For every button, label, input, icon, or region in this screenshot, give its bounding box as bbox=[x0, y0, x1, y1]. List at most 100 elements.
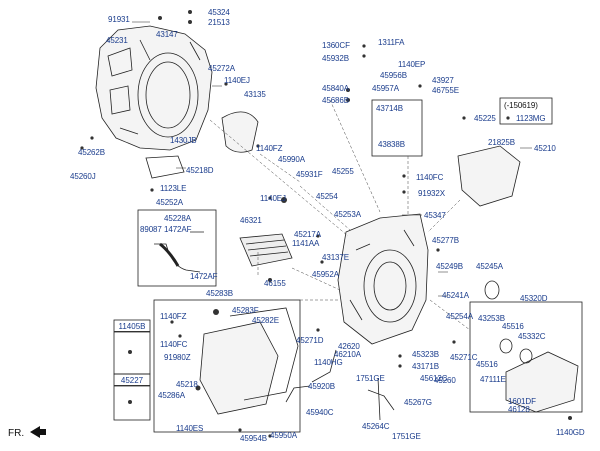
part-label[interactable]: 45323B bbox=[412, 350, 439, 359]
part-label[interactable]: 1472AF bbox=[164, 225, 192, 234]
part-label[interactable]: 45253A bbox=[334, 210, 361, 219]
part-label[interactable]: 45228A bbox=[164, 214, 191, 223]
part-label[interactable]: 45957A bbox=[372, 84, 399, 93]
part-label[interactable]: 89087 bbox=[140, 225, 162, 234]
valve-body-drawing bbox=[457, 145, 521, 207]
front-arrow-icon bbox=[30, 426, 46, 438]
part-label[interactable]: 45320D bbox=[520, 294, 548, 303]
converter-housing-drawing bbox=[95, 25, 213, 151]
transmission-case-drawing bbox=[337, 213, 429, 345]
part-label[interactable]: 45347 bbox=[424, 211, 446, 220]
part-label[interactable]: 45254A bbox=[446, 312, 473, 321]
box-header-45227: 45227 bbox=[114, 376, 150, 386]
part-label[interactable]: 45225 bbox=[474, 114, 496, 123]
part-label[interactable]: 45516 bbox=[502, 322, 524, 331]
part-label[interactable]: 1140FZ bbox=[256, 144, 283, 153]
part-label[interactable]: 43838B bbox=[378, 140, 405, 149]
part-label[interactable]: 45940C bbox=[306, 408, 334, 417]
part-label[interactable]: 1140ES bbox=[176, 424, 204, 433]
part-label[interactable]: 46210A bbox=[334, 350, 361, 359]
part-label[interactable]: 45249B bbox=[436, 262, 463, 271]
part-label[interactable]: 43171B bbox=[412, 362, 439, 371]
part-label[interactable]: 43927 bbox=[432, 76, 454, 85]
part-label[interactable]: 46321 bbox=[240, 216, 262, 225]
part-label[interactable]: 45218 bbox=[176, 380, 198, 389]
part-label[interactable]: 45264C bbox=[362, 422, 390, 431]
part-label[interactable]: 45277B bbox=[432, 236, 459, 245]
oil-pan-drawing bbox=[199, 321, 279, 415]
part-label[interactable]: 91980Z bbox=[164, 353, 191, 362]
part-label[interactable]: 45260J bbox=[70, 172, 96, 181]
part-label[interactable]: 45332C bbox=[518, 332, 546, 341]
part-label[interactable]: 45516 bbox=[476, 360, 498, 369]
part-label[interactable]: 43137E bbox=[322, 253, 349, 262]
part-label[interactable]: 1123MG bbox=[516, 114, 546, 123]
part-label[interactable]: 91931 bbox=[108, 15, 130, 24]
part-label[interactable]: 45990A bbox=[278, 155, 305, 164]
part-label[interactable]: 45272A bbox=[208, 64, 235, 73]
part-label[interactable]: 45286A bbox=[158, 391, 185, 400]
part-label[interactable]: 45210 bbox=[534, 144, 556, 153]
part-label[interactable]: 1140HG bbox=[314, 358, 343, 367]
part-label[interactable]: 1141AA bbox=[292, 239, 320, 248]
part-label[interactable]: 45840A bbox=[322, 84, 349, 93]
part-label[interactable]: 1140EP bbox=[398, 60, 426, 69]
part-label[interactable]: 43714B bbox=[376, 104, 403, 113]
part-label[interactable]: 45950A bbox=[270, 431, 297, 440]
part-label[interactable]: 45920B bbox=[308, 382, 335, 391]
oil-filter-drawing bbox=[239, 233, 293, 267]
part-label[interactable]: 45932B bbox=[322, 54, 349, 63]
part-label[interactable]: 47111E bbox=[480, 375, 506, 384]
part-label[interactable]: 43253B bbox=[478, 314, 505, 323]
part-label[interactable]: 1311FA bbox=[378, 38, 405, 47]
part-label[interactable]: 45252A bbox=[156, 198, 183, 207]
part-label[interactable]: 46128 bbox=[508, 405, 530, 414]
part-label[interactable]: 1140FC bbox=[416, 173, 444, 182]
part-label[interactable]: 45271C bbox=[450, 353, 478, 362]
part-label[interactable]: 45241A bbox=[442, 291, 469, 300]
part-label[interactable]: 1140EJ bbox=[260, 194, 286, 203]
part-label[interactable]: 1140FZ bbox=[160, 312, 187, 321]
part-label[interactable]: 1430JB bbox=[170, 136, 197, 145]
part-label[interactable]: 45231 bbox=[106, 36, 128, 45]
part-label[interactable]: 45217A bbox=[294, 230, 321, 239]
part-label[interactable]: 45686B bbox=[322, 96, 349, 105]
part-label[interactable]: 46155 bbox=[264, 279, 286, 288]
part-label[interactable]: 45271D bbox=[296, 336, 324, 345]
part-label[interactable]: 45260 bbox=[434, 376, 456, 385]
part-label[interactable]: 45218D bbox=[186, 166, 214, 175]
part-label[interactable]: 45612C bbox=[420, 374, 448, 383]
part-label[interactable]: 45931F bbox=[296, 170, 323, 179]
part-label[interactable]: 45245A bbox=[476, 262, 503, 271]
part-label[interactable]: 45262B bbox=[78, 148, 105, 157]
part-label[interactable]: 45282E bbox=[252, 316, 279, 325]
part-label[interactable]: 45255 bbox=[332, 167, 354, 176]
part-label[interactable]: 45283F bbox=[232, 306, 259, 315]
part-label[interactable]: 1472AF bbox=[190, 272, 218, 281]
part-label[interactable]: 21825B bbox=[488, 138, 515, 147]
part-label[interactable]: 1751GE bbox=[356, 374, 385, 383]
part-label[interactable]: 1751GE bbox=[392, 432, 421, 441]
part-label[interactable]: 45254 bbox=[316, 192, 338, 201]
part-label[interactable]: (-150619) bbox=[504, 101, 538, 110]
part-label[interactable]: 1140FC bbox=[160, 340, 188, 349]
part-label[interactable]: 45954B bbox=[240, 434, 267, 443]
part-label[interactable]: 45956B bbox=[380, 71, 407, 80]
part-label[interactable]: 1601DF bbox=[508, 397, 536, 406]
part-label[interactable]: 45267G bbox=[404, 398, 432, 407]
part-label[interactable]: 1123LE bbox=[160, 184, 187, 193]
part-label[interactable]: 43147 bbox=[156, 30, 178, 39]
part-label[interactable]: 21513 bbox=[208, 18, 230, 27]
part-label[interactable]: 1360CF bbox=[322, 41, 350, 50]
part-label[interactable]: 46755E bbox=[432, 86, 459, 95]
part-label[interactable]: 91932X bbox=[418, 189, 445, 198]
part-label[interactable]: 45283B bbox=[206, 289, 233, 298]
part-label[interactable]: 45952A bbox=[312, 270, 339, 279]
part-label[interactable]: 43135 bbox=[244, 90, 266, 99]
part-label[interactable]: 42620 bbox=[338, 342, 360, 351]
part-label[interactable]: 1140EJ bbox=[224, 76, 250, 85]
part-label[interactable]: 45324 bbox=[208, 8, 230, 17]
part-label[interactable]: 1140GD bbox=[556, 428, 585, 437]
box-header-11405b: 11405B bbox=[114, 322, 150, 332]
